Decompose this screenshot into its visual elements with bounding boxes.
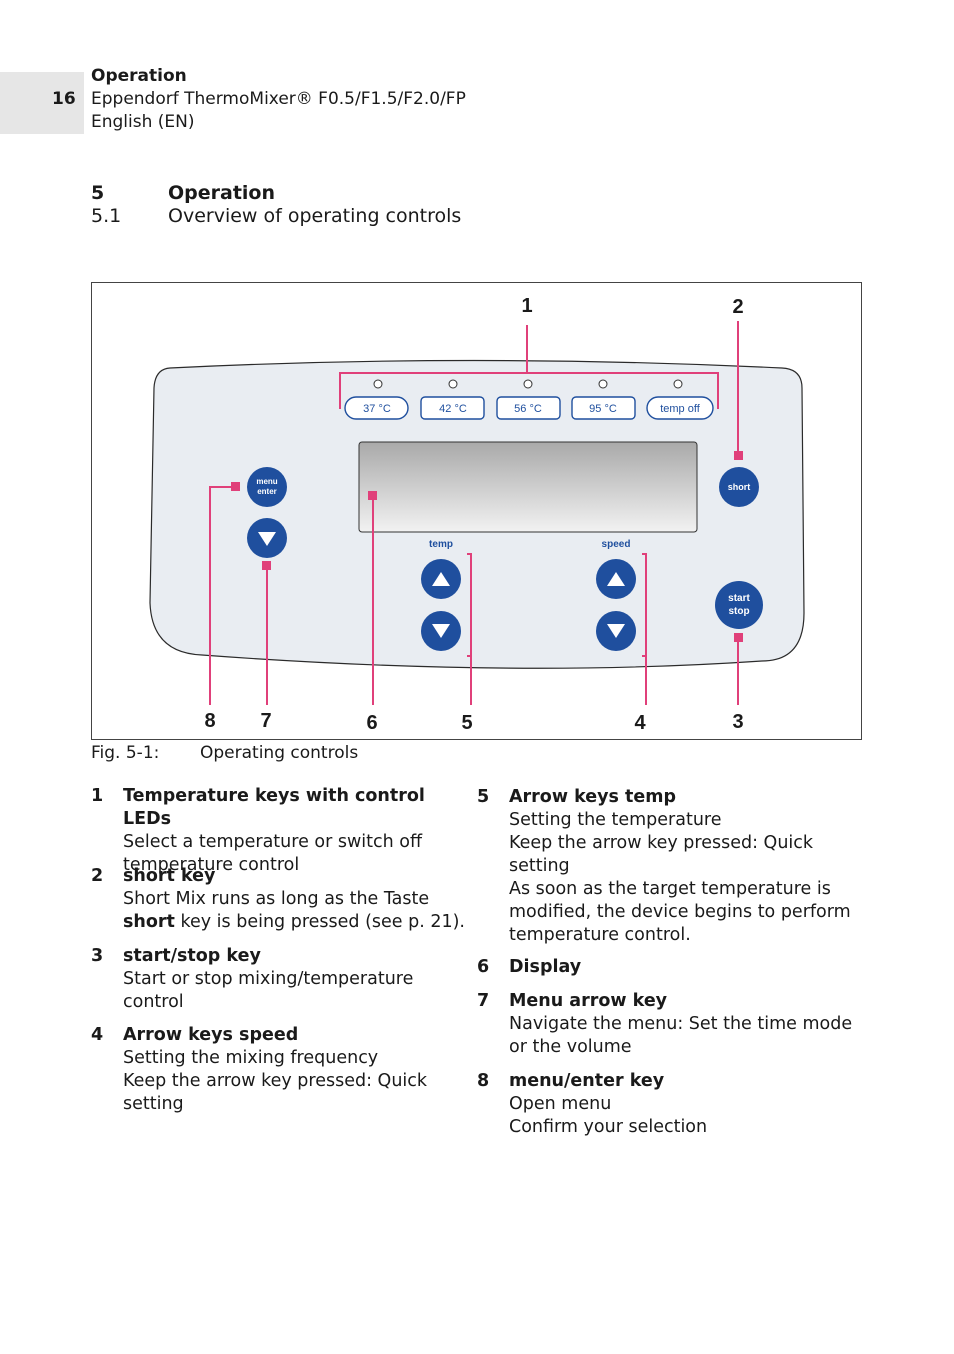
temp-label: temp xyxy=(429,539,453,550)
callout-3: 3 xyxy=(732,711,743,733)
temp-key-95[interactable] xyxy=(571,396,636,420)
legend-line: Select a temperature or switch off xyxy=(123,832,423,852)
menu-arrow-down-icon xyxy=(258,532,276,546)
legend-title: start/stop key xyxy=(123,946,261,966)
legend-line: Keep the arrow key pressed: Quick xyxy=(509,833,814,853)
chapter-number: 5 xyxy=(91,182,105,204)
callout-6: 6 xyxy=(366,712,377,734)
legend-line: Setting the mixing frequency xyxy=(123,1048,379,1068)
led-37 xyxy=(373,379,383,389)
legend-line: Open menu xyxy=(509,1094,612,1114)
legend-num: 2 xyxy=(91,866,104,886)
subsection-title: Overview of operating controls xyxy=(168,205,462,227)
callout-5: 5 xyxy=(461,712,472,734)
speed-label: speed xyxy=(602,539,631,550)
callout-2: 2 xyxy=(732,296,743,318)
menu-label: menu xyxy=(256,477,277,486)
led-95 xyxy=(598,379,608,389)
temp-key-42[interactable] xyxy=(420,396,485,420)
page-number: 16 xyxy=(52,89,76,109)
legend-title: short key xyxy=(123,866,216,886)
header-language: English (EN) xyxy=(91,112,195,132)
temperature-keys: 37 °C 42 °C 56 °C 95 °C temp off xyxy=(344,379,714,420)
display xyxy=(358,441,698,533)
page-tab xyxy=(0,72,84,134)
legend-line: Confirm your selection xyxy=(509,1117,708,1137)
legend-line: Setting the temperature xyxy=(509,810,722,830)
led-temp-off xyxy=(673,379,683,389)
start-label: start xyxy=(728,593,750,604)
enter-label: enter xyxy=(257,487,277,496)
stop-label: stop xyxy=(728,606,749,617)
figure-caption-text: Operating controls xyxy=(200,743,359,763)
speed-up-arrow-icon xyxy=(607,572,625,586)
subsection-number: 5.1 xyxy=(91,205,122,227)
callout-7: 7 xyxy=(260,710,271,732)
legend-title: Display xyxy=(509,957,582,977)
led-42 xyxy=(448,379,458,389)
legend-line: or the volume xyxy=(509,1037,632,1057)
legend-title: Menu arrow key xyxy=(509,991,668,1011)
callout-1: 1 xyxy=(521,295,532,317)
legend-num: 3 xyxy=(91,946,104,966)
legend-num: 7 xyxy=(477,991,490,1011)
callout-8: 8 xyxy=(204,710,215,732)
legend-title: Arrow keys speed xyxy=(123,1025,299,1045)
figure-caption-label: Fig. 5-1: xyxy=(91,743,160,763)
legend-line: modified, the device begins to perform xyxy=(509,902,851,922)
temp-key-off[interactable] xyxy=(646,396,714,420)
legend-line: temperature control. xyxy=(509,925,691,945)
temp-key-off-label: temp off xyxy=(660,403,700,415)
temp-up-arrow-icon xyxy=(432,572,450,586)
legend-line: setting xyxy=(123,1094,184,1114)
speed-down-arrow-icon xyxy=(607,624,625,638)
temp-key-37-label: 37 °C xyxy=(363,403,391,415)
temp-down-arrow-icon xyxy=(432,624,450,638)
legend-line: temperature control xyxy=(123,855,300,875)
legend-title: Arrow keys temp xyxy=(509,787,677,807)
legend-line: Navigate the menu: Set the time mode xyxy=(509,1014,853,1034)
led-56 xyxy=(523,379,533,389)
legend-line: Start or stop mixing/temperature xyxy=(123,969,414,989)
temp-key-95-label: 95 °C xyxy=(589,403,617,415)
menu-enter-key[interactable] xyxy=(247,467,287,507)
legend-num: 8 xyxy=(477,1071,490,1091)
legend-title: Temperature keys with control LEDs xyxy=(123,786,425,829)
temp-key-42-label: 42 °C xyxy=(439,403,467,415)
temp-key-56[interactable] xyxy=(496,396,561,420)
callout-markers xyxy=(231,451,743,642)
legend-line: Short Mix runs as long as the Taste xyxy=(123,889,430,909)
legend-line: short key is being pressed (see p. 21). xyxy=(123,912,465,932)
header-product: Eppendorf ThermoMixer® F0.5/F1.5/F2.0/FP xyxy=(91,89,466,109)
callout-4: 4 xyxy=(634,712,646,734)
chapter-title: Operation xyxy=(168,182,276,204)
short-key[interactable] xyxy=(719,467,759,507)
legend-line: Keep the arrow key pressed: Quick xyxy=(123,1071,428,1091)
legend-line: As soon as the target temperature is xyxy=(509,879,831,899)
legend-num: 5 xyxy=(477,787,490,807)
legend-num: 6 xyxy=(477,957,490,977)
short-label: short xyxy=(728,482,751,492)
operating-controls-figure: 37 °C 42 °C 56 °C 95 °C temp off menu en… xyxy=(91,282,862,740)
legend-line: setting xyxy=(509,856,570,876)
temp-key-56-label: 56 °C xyxy=(514,403,542,415)
legend-num: 1 xyxy=(91,786,104,806)
start-stop-key[interactable] xyxy=(715,581,763,629)
header-section: Operation xyxy=(91,66,187,86)
legend-line: control xyxy=(123,992,184,1012)
temp-key-37[interactable] xyxy=(344,396,409,420)
callout-lines xyxy=(209,321,739,705)
legend-num: 4 xyxy=(91,1025,104,1045)
legend-title: menu/enter key xyxy=(509,1071,665,1091)
